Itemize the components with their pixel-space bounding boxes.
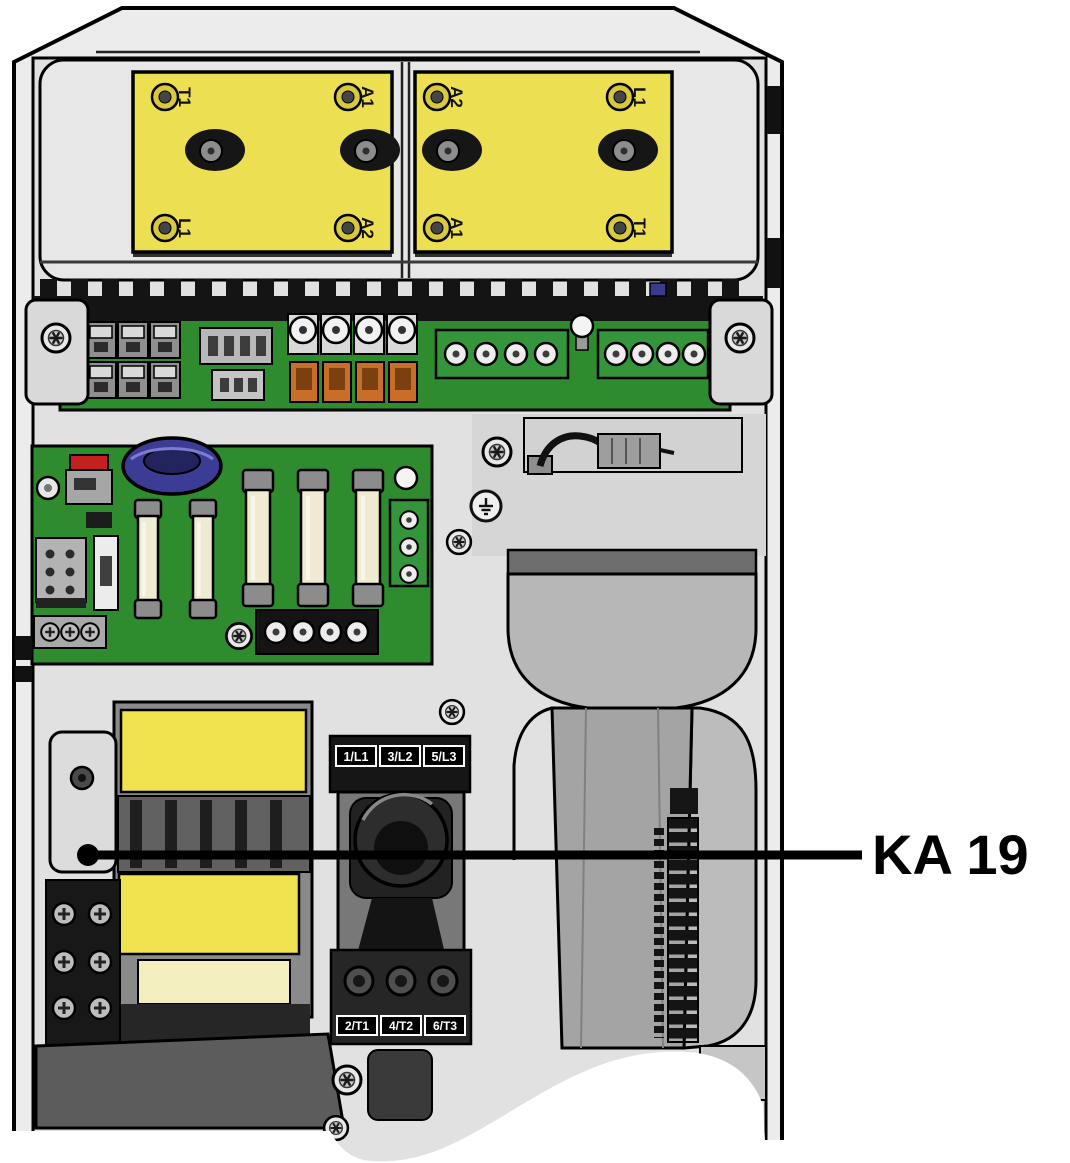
terminal-screw: [422, 213, 452, 243]
rating-sticker: [137, 959, 291, 1005]
rail-details: [15, 86, 781, 682]
torx-screw: [438, 698, 466, 726]
load-terminal-label: 6/T3: [433, 1019, 457, 1033]
black-terminal-strip: [255, 609, 379, 655]
terminal-label: T1: [175, 87, 194, 107]
bottom-wedge-panel: [34, 1032, 346, 1130]
knob-shaft: [356, 898, 446, 958]
contactor-assembly: [45, 700, 314, 1046]
terminal-label: L1: [175, 218, 194, 238]
top-terminal-panel: T1 A1 L1 A2 A2 L1 A1 T1: [38, 58, 760, 282]
green-terminal-block-2: [596, 328, 710, 380]
callout-label: KA 19: [872, 823, 1029, 886]
line-terminal-chips: 1/L1 3/L2 5/L3: [335, 745, 465, 767]
bottom-parts: [34, 1032, 433, 1142]
molding-top-band: [506, 548, 758, 576]
terminal-label: A2: [358, 217, 377, 239]
torx-screw: [724, 322, 756, 354]
illustration-crop-mask: [0, 1051, 1070, 1163]
cable-oval-hole: [339, 128, 401, 172]
callout-ka19: KA 19: [77, 823, 1029, 886]
molded-flange-right: [682, 706, 758, 1050]
torx-screw: [40, 322, 72, 354]
line-terminal-label: 3/L2: [387, 750, 412, 764]
terminal-label: A2: [447, 86, 466, 108]
ic-chip: [86, 512, 112, 528]
load-terminal-label: 4/T2: [389, 1019, 413, 1033]
terminal-cover-left: T1 A1 L1 A2: [131, 70, 401, 254]
fuse-pcb: [30, 436, 434, 666]
green-terminal-vertical: [388, 498, 430, 588]
fuse-medium: [133, 498, 163, 620]
terminal-screw: [422, 82, 452, 112]
torx-screw: [481, 436, 513, 468]
terminal-label: A1: [447, 217, 466, 239]
terminal-label: A1: [358, 86, 377, 108]
io-pcb-components: [85, 313, 710, 403]
load-terminal-label: 2/T1: [345, 1019, 369, 1033]
line-terminal-label: 1/L1: [343, 750, 368, 764]
molded-bowl: [506, 572, 758, 710]
cable-oval-hole: [597, 128, 659, 172]
terminal-screw: [333, 213, 363, 243]
terminal-screw: [150, 82, 180, 112]
terminal-screw: [605, 213, 635, 243]
fuse-large: [296, 468, 330, 608]
signal-connector: [199, 327, 273, 401]
fuse-large: [351, 468, 385, 608]
standoff-ball: [393, 465, 419, 491]
torx-screw: [331, 1064, 363, 1096]
terminal-label: L1: [630, 87, 649, 107]
motor-protection-switch: 1/L1 3/L2 5/L3 2/T1 4/T2 6/T3: [328, 698, 473, 1046]
terminal-screw: [605, 82, 635, 112]
fuse-large: [241, 468, 275, 608]
round-screw-terminals: [287, 313, 418, 403]
terminal-screw: [150, 213, 180, 243]
terminal-block-stack: [45, 879, 121, 1046]
molded-flange-left: [512, 706, 553, 860]
pigtail-wire: [659, 448, 675, 455]
pin-header-top: [670, 788, 698, 814]
relay-ka19: [48, 730, 118, 874]
right-molded-zone: [445, 414, 767, 1101]
cable-oval-hole: [184, 128, 246, 172]
green-terminal-block-1: [434, 328, 570, 380]
earth-ground-symbol: [469, 489, 503, 523]
cable-connector: [597, 433, 661, 469]
red-indicator: [69, 454, 109, 472]
contactor-label-bottom: [117, 872, 301, 956]
terminal-cover-right: A2 L1 A1 T1: [413, 70, 674, 254]
torx-screw: [225, 622, 253, 650]
blue-component: [649, 282, 667, 297]
fuse-medium: [188, 498, 218, 620]
terminal-label: T1: [630, 218, 649, 238]
screw-connector-3: [33, 615, 107, 649]
standoff-ball: [569, 313, 595, 351]
torx-screw: [445, 528, 473, 556]
cable-oval-hole: [421, 128, 483, 172]
load-terminal-chips: 2/T1 4/T2 6/T3: [336, 1015, 466, 1036]
mounting-tab-right: [708, 298, 774, 406]
contactor-label-top: [119, 708, 308, 794]
line-terminal-label: 5/L3: [431, 750, 456, 764]
mounting-tab-left: [24, 298, 90, 406]
pin-socket-6: [35, 537, 87, 608]
bottom-molding: [367, 1049, 433, 1121]
terminal-screw: [333, 82, 363, 112]
pin-ladder-secondary: [654, 828, 666, 1038]
